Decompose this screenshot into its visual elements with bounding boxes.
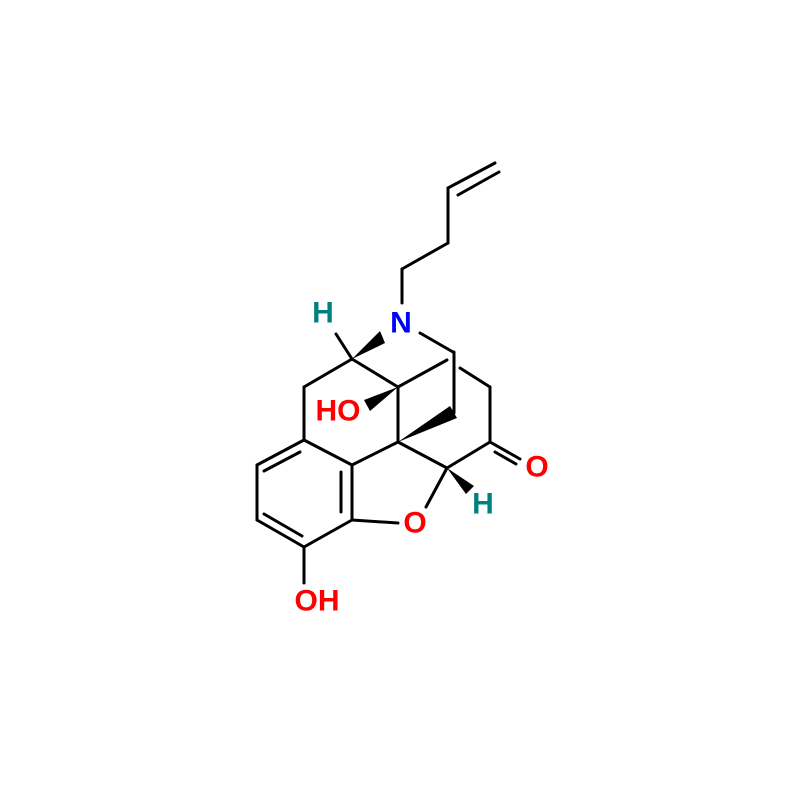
- atom-h-bottom: H: [472, 488, 494, 521]
- atom-ho-center: HO: [316, 395, 361, 428]
- atom-oh-bottom: OH: [295, 585, 340, 618]
- bond: [302, 518, 354, 549]
- double-bond-inner: [456, 170, 501, 197]
- bond: [400, 241, 450, 271]
- bond: [302, 438, 354, 467]
- bond: [458, 366, 492, 389]
- double-bond-inner: [262, 450, 302, 473]
- atom-o-ketone: O: [525, 451, 548, 484]
- bond: [350, 440, 400, 467]
- wedge-bond: [447, 468, 474, 494]
- bond: [350, 357, 400, 389]
- atom-n: N: [390, 307, 412, 340]
- wedge-bond: [364, 387, 398, 411]
- double-bond-inner: [262, 512, 304, 538]
- bond: [302, 357, 354, 389]
- bond: [350, 518, 400, 525]
- bond: [446, 161, 497, 190]
- wedge-bond: [398, 406, 457, 442]
- bond: [493, 450, 518, 466]
- bond: [488, 440, 522, 461]
- bond: [424, 466, 449, 509]
- bond: [396, 358, 449, 389]
- atom-h-top: H: [312, 297, 334, 330]
- bond: [255, 518, 306, 549]
- bond: [255, 438, 306, 467]
- atom-labels: N H HO OH O O H: [295, 297, 549, 618]
- bond: [418, 331, 455, 354]
- bond: [396, 440, 449, 470]
- bond: [334, 332, 354, 361]
- bond: [445, 440, 492, 470]
- bonds: [255, 161, 522, 585]
- wedge-bond: [352, 331, 385, 359]
- atom-o-ring: O: [403, 507, 426, 540]
